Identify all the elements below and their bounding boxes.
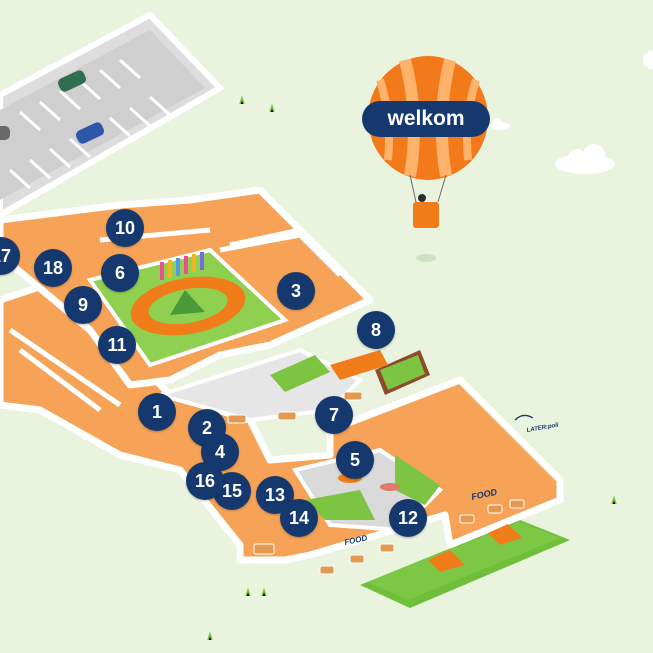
- location-marker-5[interactable]: 5: [336, 441, 374, 479]
- grass-tufts: [207, 95, 617, 641]
- location-marker-12[interactable]: 12: [389, 499, 427, 537]
- location-marker-10[interactable]: 10: [106, 209, 144, 247]
- parasols: [428, 524, 522, 572]
- welcome-banner: welkom: [362, 101, 490, 137]
- location-marker-1[interactable]: 1: [138, 393, 176, 431]
- car-icon: [75, 122, 105, 144]
- location-marker-7[interactable]: 7: [315, 396, 353, 434]
- later-sign: LATER:poli: [526, 422, 559, 434]
- cloud: [490, 118, 510, 130]
- play-zone: [330, 350, 388, 380]
- location-marker-9[interactable]: 9: [64, 286, 102, 324]
- location-marker-16[interactable]: 16: [186, 462, 224, 500]
- location-marker-3[interactable]: 3: [277, 272, 315, 310]
- cloud: [643, 51, 653, 69]
- location-marker-17[interactable]: 17: [0, 237, 20, 275]
- football-pitch: [375, 350, 430, 395]
- hedge-garden: [270, 355, 330, 392]
- location-marker-11[interactable]: 11: [98, 326, 136, 364]
- cloud: [555, 144, 615, 174]
- location-marker-18[interactable]: 18: [34, 249, 72, 287]
- car-icon: [57, 70, 87, 92]
- location-marker-14[interactable]: 14: [280, 499, 318, 537]
- location-marker-8[interactable]: 8: [357, 311, 395, 349]
- sports-area: [86, 247, 289, 368]
- parking-lot: [0, 11, 225, 219]
- location-marker-6[interactable]: 6: [101, 254, 139, 292]
- hot-air-balloon: [368, 56, 488, 262]
- furniture: [227, 391, 525, 575]
